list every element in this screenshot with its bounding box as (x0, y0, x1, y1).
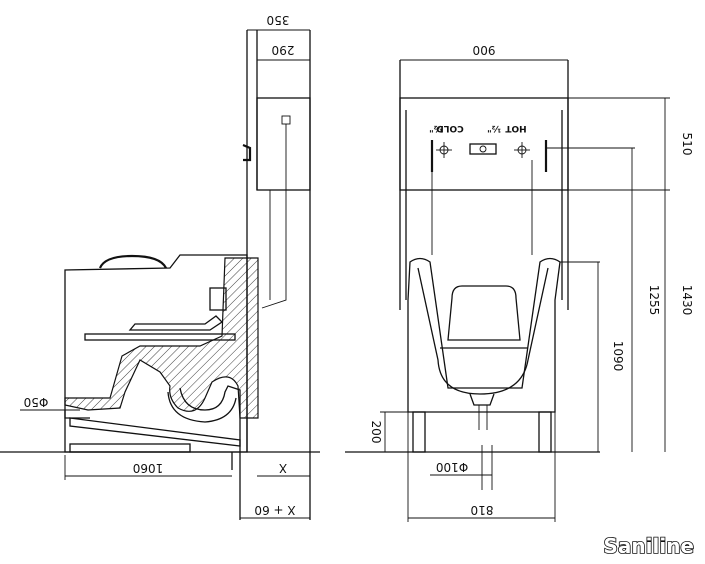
dim-200: 200 (369, 421, 383, 444)
dim-290: 290 (272, 43, 295, 57)
drain-fitting (469, 143, 497, 155)
dim-510: 510 (680, 133, 694, 156)
side-view: 350 290 1060 X X + 60 Φ50 (0, 13, 320, 520)
cold-size: ½" (429, 123, 443, 134)
dim-x: X (279, 461, 287, 475)
flush-button (242, 143, 252, 162)
front-backrest (447, 285, 521, 341)
lid-handle (98, 254, 167, 269)
front-foot-right (538, 411, 552, 453)
dim-1255: 1255 (647, 285, 661, 316)
dim-1060: 1060 (133, 461, 164, 475)
base-wedge (69, 417, 241, 447)
dim-810: 810 (471, 503, 494, 517)
handle-grip (209, 287, 227, 311)
front-foot-left (412, 411, 426, 453)
wc-housing (64, 254, 248, 453)
hot-size: ½" (487, 123, 501, 134)
dim-x-plus-60: X + 60 (254, 503, 295, 517)
dim-phi100: Φ100 (436, 460, 468, 474)
hot-label: HOT (504, 123, 526, 133)
trap-pipe (179, 385, 241, 452)
front-bowl (407, 257, 561, 413)
front-view: COLD ½" HOT ½" 900 510 1430 1255 1090 (345, 43, 694, 522)
dim-phi50: Φ50 (24, 395, 49, 409)
dim-350: 350 (267, 13, 290, 27)
seat-ledge (84, 333, 236, 341)
dim-1430: 1430 (680, 285, 694, 316)
dim-1090: 1090 (611, 341, 625, 372)
ceramic-section (64, 257, 259, 419)
cold-label: COLD (436, 123, 463, 133)
dim-900: 900 (473, 43, 496, 57)
brand-logo: Saniline (603, 534, 694, 558)
cistern (256, 97, 311, 191)
grab-handle (128, 315, 224, 331)
